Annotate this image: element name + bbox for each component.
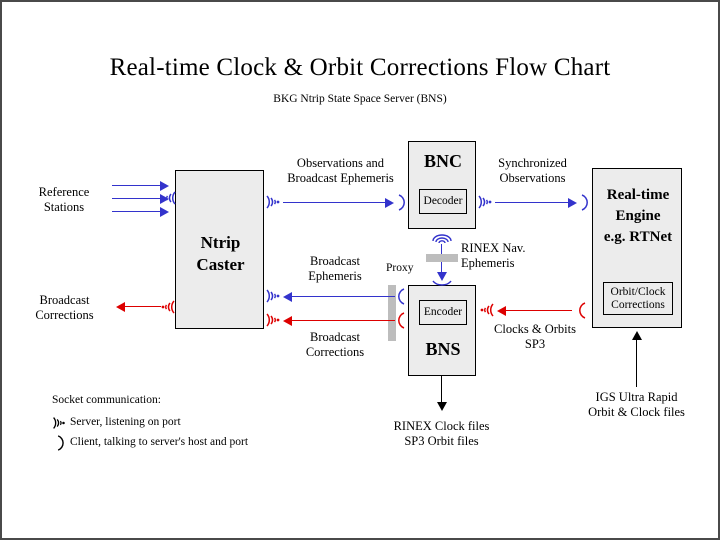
realtime-engine-label: Real-time Engine e.g. RTNet (603, 187, 673, 245)
synchronized-observations-label: Synchronized Observations (498, 156, 567, 185)
file-transfer-icon (430, 230, 454, 244)
proxy-bar[interactable] (388, 285, 396, 341)
rinex-nav-ephemeris-label: RINEX Nav. Ephemeris (461, 241, 526, 270)
socket-client-icon (580, 193, 589, 212)
legend-server-text: Server, listening on port (70, 416, 181, 428)
bns-to-caster-ephemeris-line (292, 296, 395, 297)
bns-to-caster-corrections-line (292, 320, 395, 321)
bnc-box[interactable]: BNC Decoder (408, 141, 476, 229)
caster-to-bnc-arrow (385, 198, 394, 208)
socket-client-icon (430, 280, 454, 289)
broadcast-corrections-mid-label: Broadcast Corrections (305, 330, 365, 359)
broadcast-ephemeris-label: Broadcast Ephemeris (308, 254, 362, 283)
bns-to-files-line (441, 376, 442, 404)
bnc-to-engine-arrow (568, 198, 577, 208)
socket-client-icon (578, 301, 587, 320)
bnc-to-bns-arrow (437, 272, 447, 281)
engine-to-bns-arrow (497, 306, 506, 316)
ref-station-line-2 (112, 198, 162, 199)
bns-encoder-box[interactable]: Encoder (419, 300, 467, 325)
socket-server-icon (476, 192, 494, 212)
page-title: Real-time Clock & Orbit Corrections Flow… (109, 54, 611, 81)
proxy-label: Proxy (386, 262, 414, 274)
bns-to-files-arrow (437, 402, 447, 411)
bnc-to-engine-line (495, 202, 571, 203)
observations-broadcast-ephemeris-label: Observations and Broadcast Ephemeris (287, 156, 394, 185)
broadcast-corrections-left-line (125, 306, 161, 307)
rinex-clock-sp3-files-label: RINEX Clock files SP3 Orbit files (393, 419, 490, 448)
socket-server-icon (264, 192, 282, 212)
ntrip-caster-label: Ntrip Caster (196, 233, 245, 274)
ref-station-line-1 (112, 185, 162, 186)
socket-server-icon (160, 188, 178, 208)
bnc-label: BNC (423, 151, 462, 171)
ref-station-line-3 (112, 211, 162, 212)
bns-label: BNS (425, 339, 461, 359)
socket-server-icon (50, 414, 68, 432)
socket-server-icon (478, 300, 496, 320)
caster-to-bnc-line (283, 202, 387, 203)
socket-client-icon (397, 193, 406, 212)
ntrip-caster-box[interactable]: Ntrip Caster (175, 170, 264, 329)
realtime-engine-box[interactable]: Real-time Engine e.g. RTNet Orbit/Clock … (592, 168, 682, 328)
broadcast-corrections-left-label: Broadcast Corrections (35, 293, 94, 322)
socket-server-icon (159, 297, 177, 317)
rinex-file-bar (426, 254, 458, 262)
bns-to-caster-corrections-arrow (283, 316, 292, 326)
bns-to-caster-ephemeris-arrow (283, 292, 292, 302)
bns-box[interactable]: Encoder BNS (408, 285, 476, 376)
igs-to-engine-arrow (632, 331, 642, 340)
legend-client-text: Client, talking to server's host and por… (70, 436, 249, 448)
reference-stations-label: Reference Stations (38, 185, 90, 214)
socket-client-icon (56, 434, 65, 452)
bnc-decoder-box[interactable]: Decoder (419, 189, 467, 214)
ref-station-arrow-1 (160, 181, 169, 191)
orbit-clock-corrections-box[interactable]: Orbit/Clock Corrections (603, 282, 673, 315)
broadcast-corrections-left-arrow (116, 302, 125, 312)
igs-to-engine-line (636, 340, 637, 387)
socket-server-icon (264, 286, 282, 306)
ref-station-arrow-3 (160, 207, 169, 217)
socket-client-icon (397, 311, 406, 330)
clocks-orbits-sp3-label: Clocks & Orbits SP3 (494, 322, 576, 351)
page-subtitle: BKG Ntrip State Space Server (BNS) (273, 93, 447, 105)
socket-client-icon (397, 287, 406, 306)
socket-server-icon (264, 310, 282, 330)
engine-to-bns-line (506, 310, 572, 311)
legend-heading: Socket communication: (52, 394, 161, 406)
igs-ultra-rapid-label: IGS Ultra Rapid Orbit & Clock files (588, 390, 685, 419)
